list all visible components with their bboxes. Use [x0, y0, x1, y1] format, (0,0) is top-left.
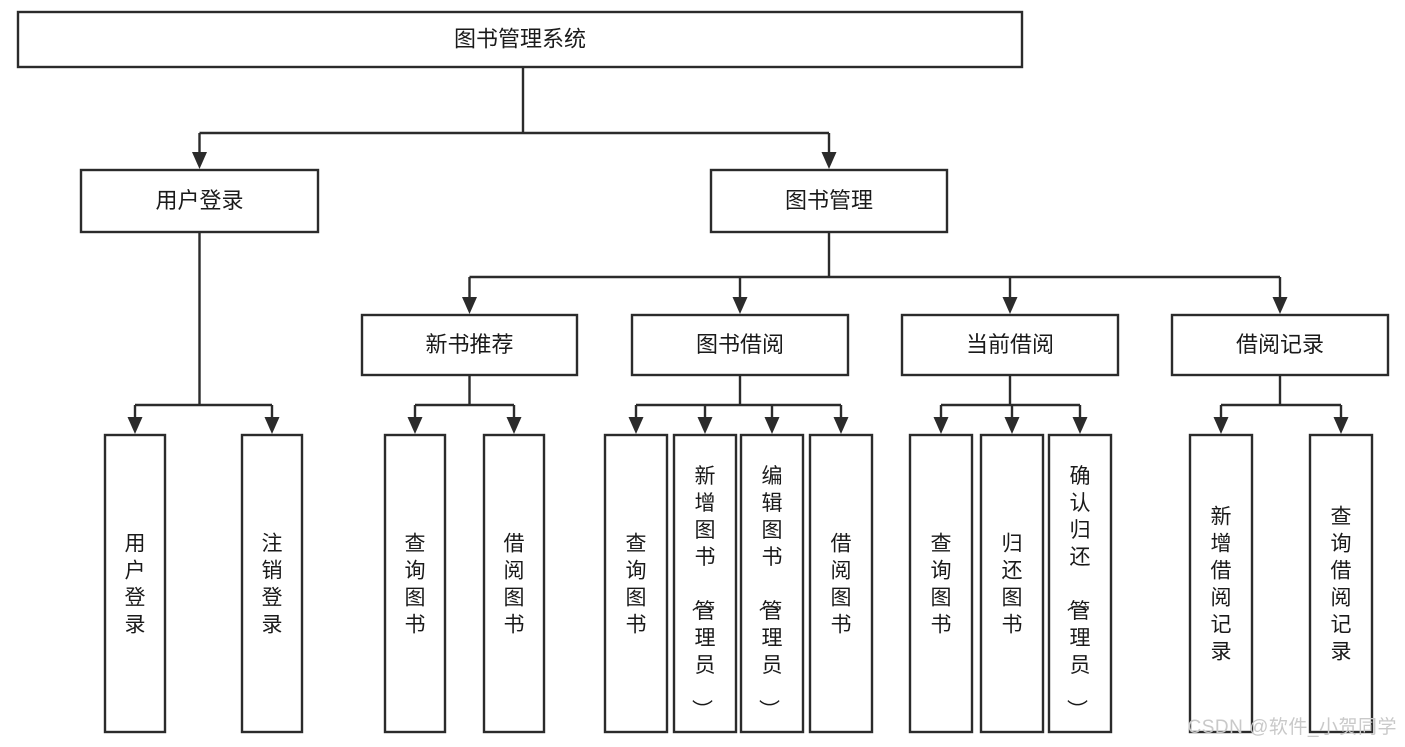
node-leaf-label-1: 注销登录: [262, 533, 283, 637]
node-level3-box-1[interactable]: [630, 313, 850, 377]
node-level3-box-0[interactable]: [360, 313, 579, 377]
node-leaf-label-9: 归还图书: [1002, 533, 1023, 637]
node-leaf-box-1[interactable]: [240, 433, 304, 734]
node-level3-label-2: 当前借阅: [966, 332, 1054, 357]
node-leaf-label-11: 新增借阅记录: [1211, 506, 1232, 664]
node-level3-label-3: 借阅记录: [1236, 332, 1324, 357]
node-leaf-label-7: 借阅图书: [831, 533, 852, 637]
node-leaf-label-10: 确认归还（管理员）: [1065, 465, 1091, 720]
node-level3-label-0: 新书推荐: [425, 332, 513, 357]
node-level2-box-0[interactable]: [79, 168, 320, 234]
node-leaf-box-7[interactable]: [808, 433, 874, 734]
node-level2-box-1[interactable]: [709, 168, 949, 234]
node-leaf-box-9[interactable]: [979, 433, 1045, 734]
node-level3-box-3[interactable]: [1170, 313, 1390, 377]
node-leaf-label-0: 用户登录: [125, 533, 146, 637]
node-level3-label-1: 图书借阅: [696, 332, 784, 357]
csdn-watermark: CSDN @软件_小贺同学: [1187, 717, 1397, 738]
node-leaf-box-6[interactable]: [739, 433, 805, 734]
node-leaf-box-11[interactable]: [1188, 433, 1254, 734]
node-leaf-box-2[interactable]: [383, 433, 447, 734]
node-leaf-box-5[interactable]: [672, 433, 738, 734]
node-leaf-box-8[interactable]: [908, 433, 974, 734]
node-leaf-box-12[interactable]: [1308, 433, 1374, 734]
node-root-box[interactable]: [16, 10, 1024, 69]
node-leaf-box-10[interactable]: [1047, 433, 1113, 734]
node-leaf-label-2: 查询图书: [405, 533, 426, 637]
node-leaf-label-12: 查询借阅记录: [1331, 506, 1352, 664]
node-leaf-label-6: 编辑图书（管理员）: [757, 465, 783, 720]
connector-lines: [133, 67, 1343, 418]
connector-arrowheads: [127, 152, 1349, 434]
node-labels: 图书管理系统用户登录图书管理新书推荐图书借阅当前借阅借阅记录用户登录注销登录查询…: [125, 26, 1352, 720]
node-leaf-label-8: 查询图书: [931, 533, 952, 637]
node-level2-label-1: 图书管理: [785, 188, 873, 213]
node-leaf-box-3[interactable]: [482, 433, 546, 734]
node-leaf-box-4[interactable]: [603, 433, 669, 734]
node-level2-label-0: 用户登录: [155, 188, 243, 213]
node-leaf-label-5: 新增图书（管理员）: [690, 465, 716, 720]
node-leaf-box-0[interactable]: [103, 433, 167, 734]
node-leaf-label-4: 查询图书: [626, 533, 647, 637]
node-level3-box-2[interactable]: [900, 313, 1120, 377]
node-leaf-label-3: 借阅图书: [504, 533, 525, 637]
node-boxes: [16, 10, 1390, 734]
node-root-label: 图书管理系统: [454, 26, 586, 51]
